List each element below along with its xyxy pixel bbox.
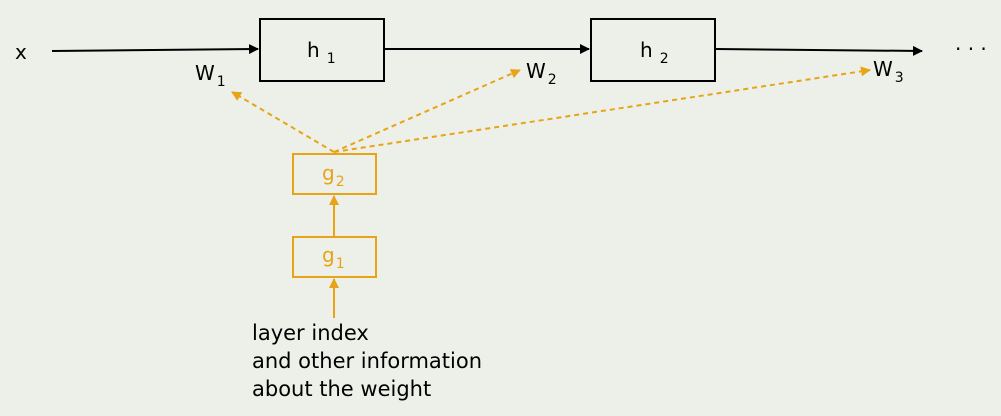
arrow-x-to-h1 [51, 44, 259, 55]
generator-g1-label: g1 [322, 243, 345, 272]
layer-h1-box [259, 18, 385, 82]
dashed-arrow-g2-to-w2 [333, 69, 521, 153]
dashed-arrow-g2-to-w1 [231, 91, 335, 153]
arrow-h2-to-next [715, 45, 923, 56]
generator-g1-box [292, 236, 377, 278]
input-note: layer index and other information about … [252, 321, 489, 401]
generator-g2-box [292, 153, 377, 195]
generator-g2-label: g2 [322, 161, 345, 190]
layer-h2-box [590, 18, 716, 82]
ellipsis: · · · [955, 37, 987, 61]
input-x-label: x [15, 40, 27, 64]
dashed-arrow-g2-to-w3 [333, 66, 871, 153]
